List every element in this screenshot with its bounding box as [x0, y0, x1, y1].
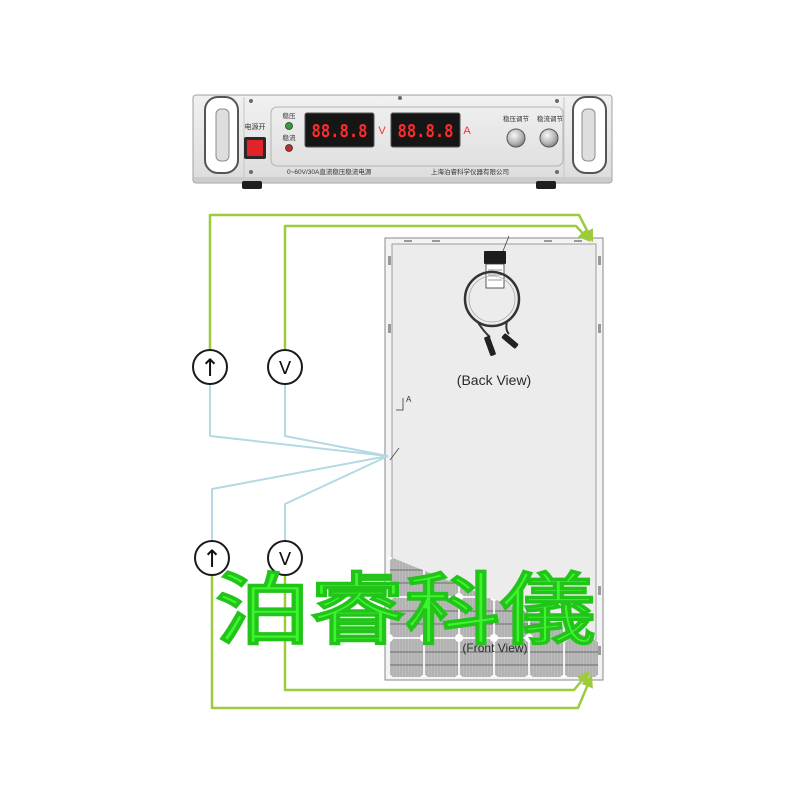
sense-lead-4: [284, 455, 389, 541]
current-lead-upper: [208, 213, 594, 350]
front-view-label: (Front View): [462, 641, 527, 655]
cv-indicator-label: 稳压: [283, 111, 297, 120]
voltage-lead-upper: [283, 224, 591, 350]
back-view-label: (Back View): [457, 372, 531, 388]
sense-lead-3: [211, 455, 389, 541]
cable-connector-1: [484, 335, 496, 357]
left-foot: [242, 181, 262, 189]
voltage-lead-lower: [283, 575, 590, 692]
current-display: 88.8.8: [390, 112, 461, 148]
voltage-unit: V: [378, 125, 386, 137]
watermark: 泊睿科儀: [215, 566, 595, 656]
cc-knob-label: 稳流调节: [537, 114, 564, 123]
control-panel-frame: [270, 106, 564, 167]
section-marker: [396, 398, 404, 411]
solar-panel: (Back View) A (Front View): [384, 235, 604, 681]
cv-adjust-knob: [506, 128, 526, 148]
current-unit: A: [463, 125, 471, 137]
voltmeter-lower: V: [267, 540, 303, 576]
power-switch: [244, 137, 266, 159]
cc-adjust-knob: [539, 128, 559, 148]
power-supply: 电源开 稳压 稳流 88.8.8 V 88.8.8 A 稳压调节 稳流调节 0~…: [192, 94, 613, 189]
sense-lead-1: [209, 384, 389, 457]
sense-junction-tick: [389, 447, 400, 461]
sense-lead-2: [284, 384, 389, 457]
voltage-reading: 88.8.8: [312, 121, 368, 142]
current-reading: 88.8.8: [398, 121, 454, 142]
cc-indicator-led: [285, 144, 293, 152]
cable-connector-2: [501, 333, 519, 349]
power-switch-rocker: [247, 140, 263, 156]
model-label: 0~60V/30A直流稳压稳流电源: [287, 167, 372, 176]
cc-indicator-label: 稳流: [283, 133, 297, 142]
output-cable: [463, 270, 521, 357]
left-handle: [204, 96, 239, 174]
ammeter-lower-symbol: ↑: [202, 545, 222, 573]
ammeter-upper: ↑: [192, 349, 228, 385]
manufacturer-label: 上海泊睿科学仪器有限公司: [431, 167, 509, 176]
right-handle: [572, 96, 607, 174]
chassis-screws: [249, 96, 559, 174]
voltmeter-upper: V: [267, 349, 303, 385]
power-switch-label: 电源开: [245, 122, 266, 131]
voltage-display: 88.8.8: [304, 112, 375, 148]
cv-indicator-led: [285, 122, 293, 130]
right-foot: [536, 181, 556, 189]
section-marker-label: A: [406, 395, 412, 404]
voltmeter-upper-symbol: V: [279, 358, 292, 379]
current-lead-lower: [210, 575, 593, 710]
wiring: [208, 213, 594, 710]
chassis-bottom-edge: [194, 177, 611, 182]
ammeter-lower: ↑: [194, 540, 230, 576]
cv-knob-label: 稳压调节: [503, 114, 530, 123]
ammeter-upper-symbol: ↑: [200, 354, 220, 382]
voltmeter-lower-symbol: V: [279, 549, 292, 570]
